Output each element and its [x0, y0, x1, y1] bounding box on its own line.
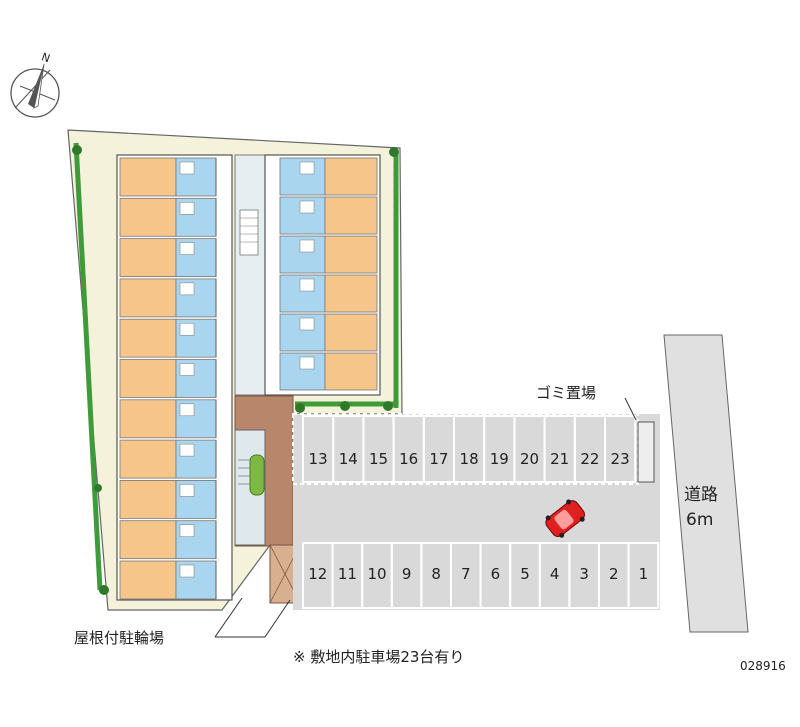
parking-space [604, 415, 637, 483]
parking-space-number: 19 [490, 450, 509, 468]
unit [119, 560, 217, 600]
building-left [116, 154, 233, 601]
parking-note: ※ 敷地内駐車場23台有り [293, 648, 464, 666]
unit [119, 399, 217, 439]
parking-space-number: 7 [461, 565, 471, 583]
unit [279, 235, 378, 274]
parking-space-number: 1 [639, 565, 649, 583]
parking-space-number: 11 [338, 565, 357, 583]
road [663, 334, 749, 633]
unit [119, 238, 217, 278]
garbage-area [637, 421, 655, 483]
unit [279, 274, 378, 313]
parking-space-number: 3 [579, 565, 589, 583]
parking-space-number: 8 [431, 565, 441, 583]
parking-space-number: 4 [550, 565, 560, 583]
bicycle-label: 屋根付駐輪場 [74, 629, 164, 647]
unit [119, 318, 217, 358]
parking-space [627, 542, 660, 609]
hedge [72, 142, 399, 595]
parking-space-number: 16 [399, 450, 418, 468]
unit [119, 157, 217, 197]
unit [119, 479, 217, 519]
parking-lot [293, 414, 660, 610]
unit [279, 313, 378, 352]
parking-space-number: 2 [609, 565, 619, 583]
listing-code: 028916 [740, 659, 786, 673]
parking-space-number: 20 [520, 450, 539, 468]
parking-space-number: 14 [339, 450, 358, 468]
garbage-label: ゴミ置場 [536, 384, 596, 402]
parking-space-number: 22 [580, 450, 599, 468]
parking-space-number: 9 [402, 565, 412, 583]
unit [119, 278, 217, 318]
parking-space-number: 5 [520, 565, 530, 583]
parking-space-number: 6 [491, 565, 501, 583]
unit [279, 157, 378, 196]
parking-space-number: 23 [611, 450, 630, 468]
corridor [234, 154, 266, 396]
parking-space-number: 17 [429, 450, 448, 468]
north-label: N [40, 50, 52, 65]
parking-space-number: 10 [367, 565, 386, 583]
parking-space-number: 15 [369, 450, 388, 468]
unit [279, 196, 378, 235]
parking-space-number: 18 [460, 450, 479, 468]
compass-icon: N [10, 50, 60, 118]
building-right [264, 154, 381, 396]
unit [119, 359, 217, 398]
parking-space-number: 13 [309, 450, 328, 468]
parking-space-number: 21 [550, 450, 569, 468]
unit [119, 197, 217, 237]
car-icon [545, 499, 585, 538]
parking-space-number: 12 [308, 565, 327, 583]
road-name-label: 道路 [684, 485, 718, 505]
unit [119, 439, 217, 479]
unit [119, 520, 217, 560]
road-width-label: 6m [686, 510, 713, 530]
unit [279, 352, 378, 391]
